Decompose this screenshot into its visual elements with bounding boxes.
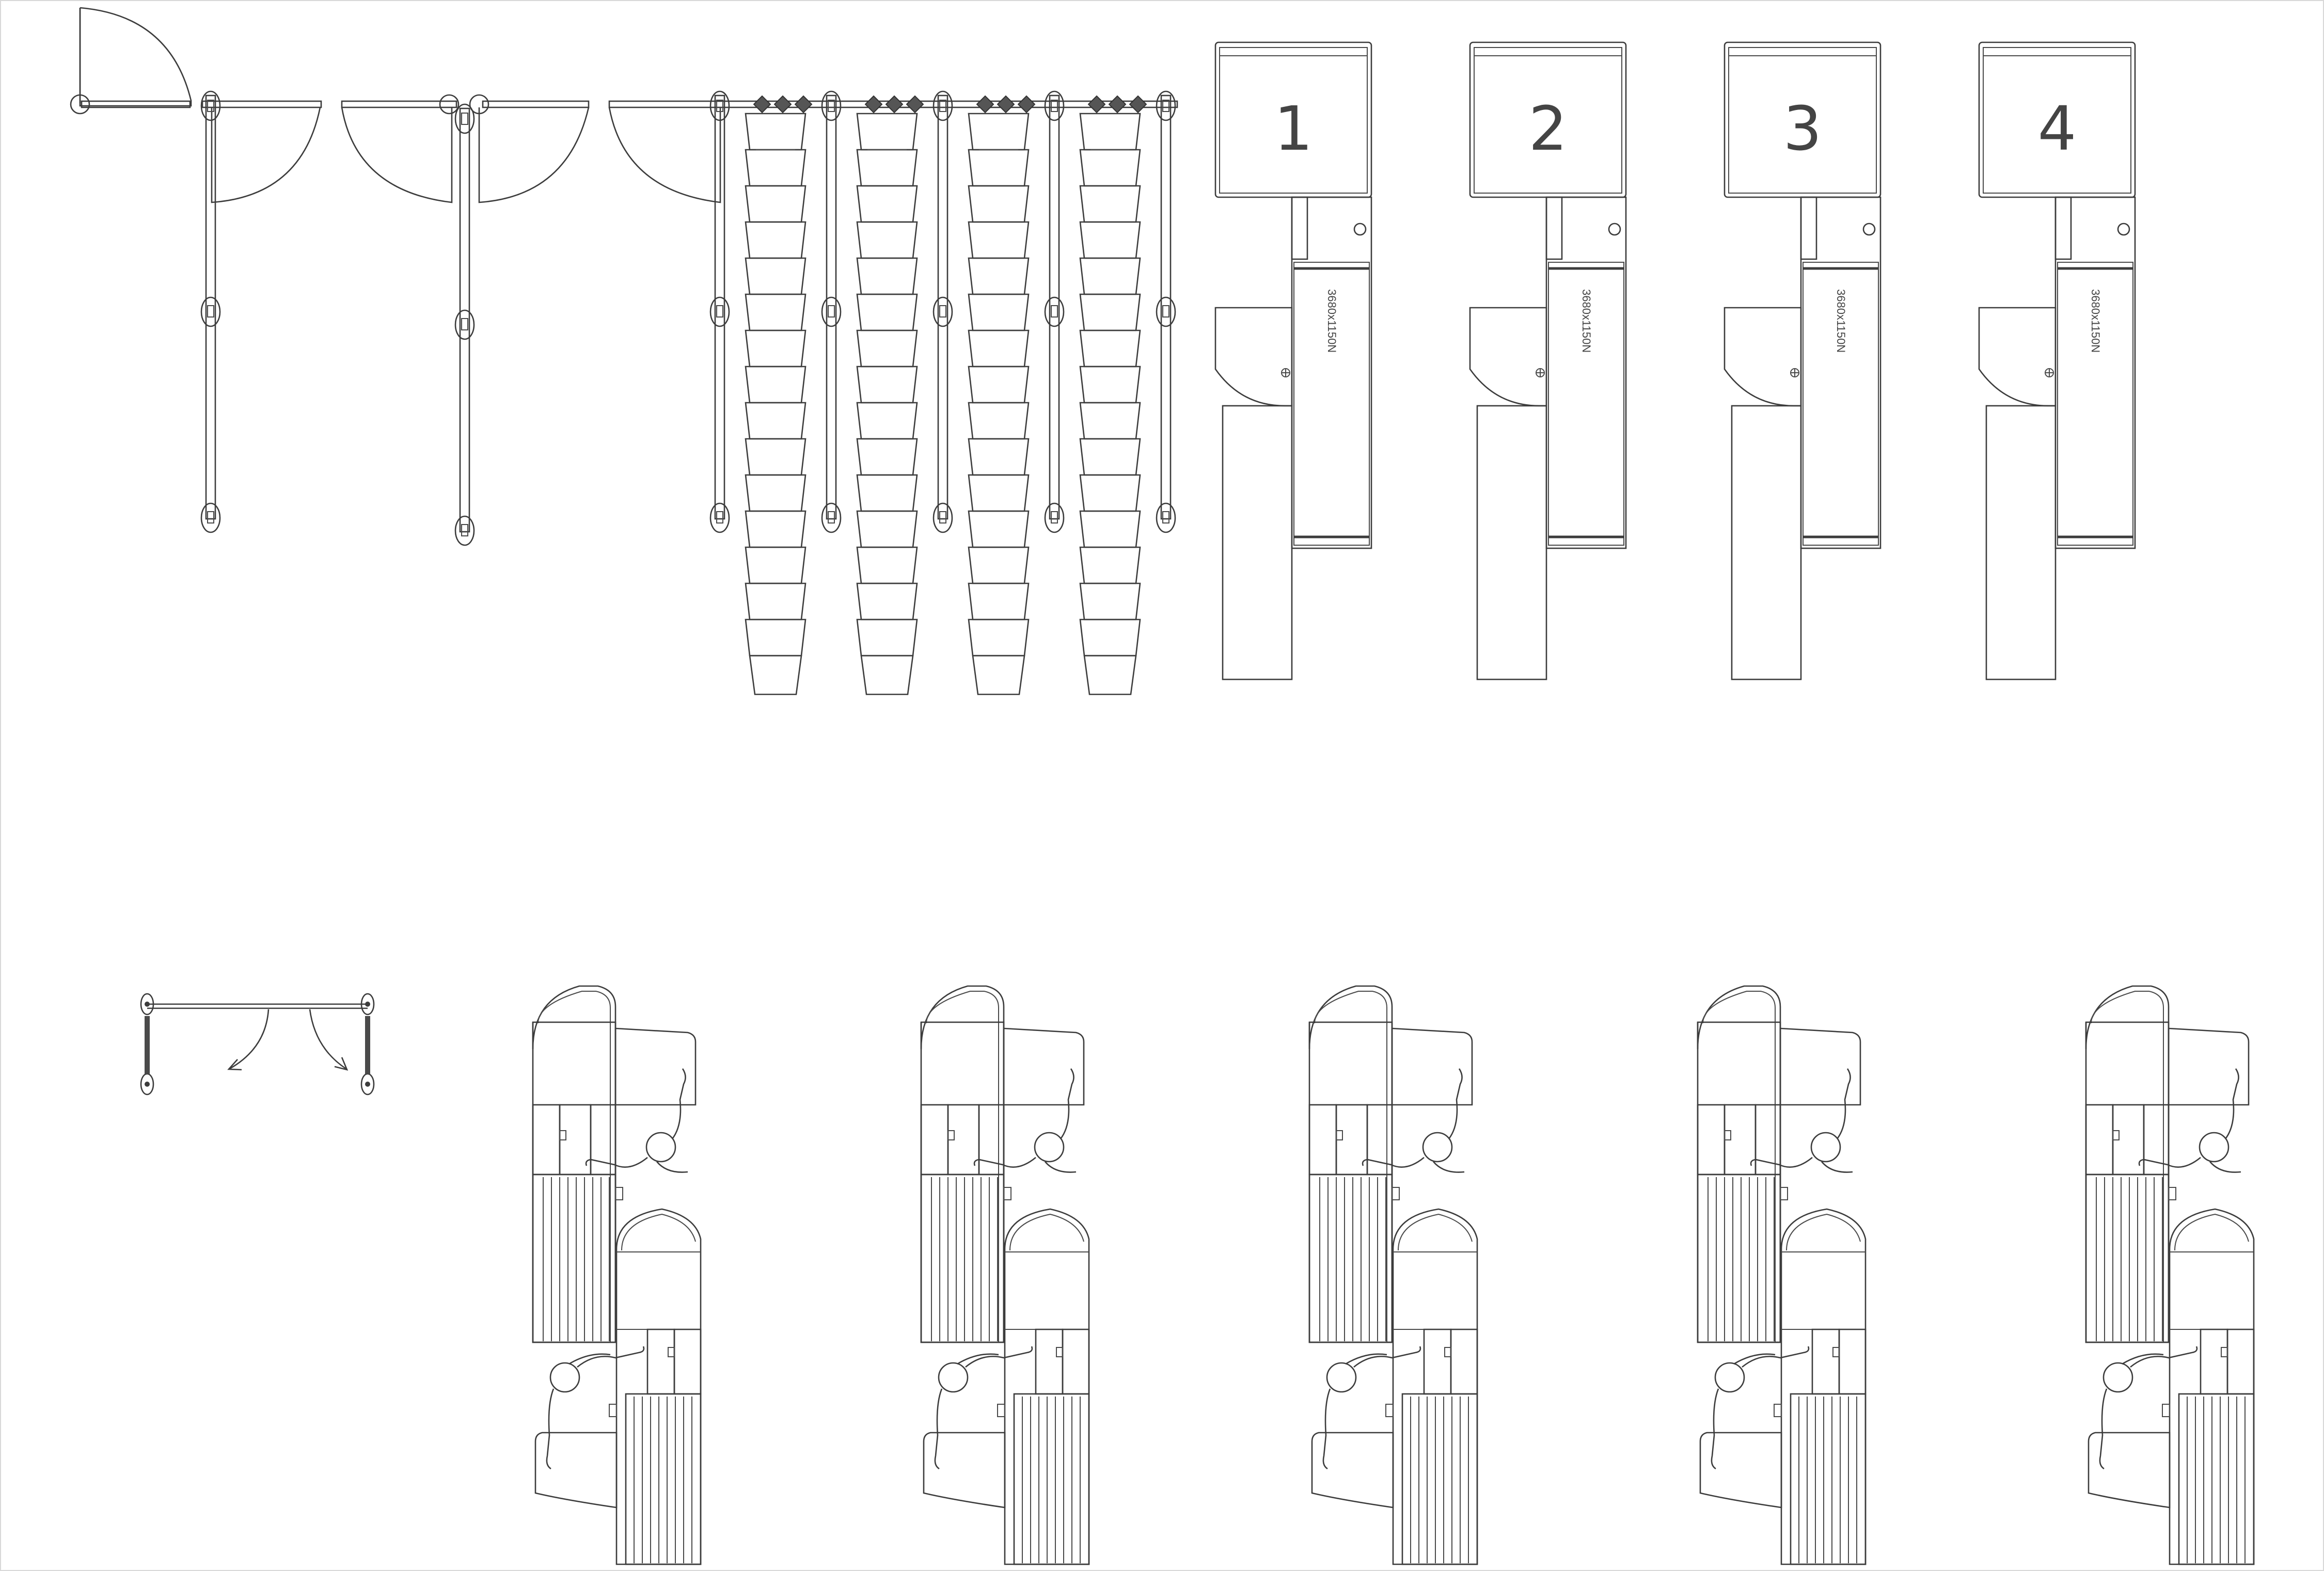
booth-spec: 3680x1150N (1325, 289, 1338, 353)
door-swing-group-2 (200, 90, 322, 533)
booth-number: 2 (1528, 93, 1567, 164)
booth-1: 1 3680x1150N (1215, 42, 1371, 679)
booth-number: 3 (1783, 93, 1822, 164)
booth-2: 2 3680x1150N (1470, 42, 1626, 679)
booth-4: 4 3680x1150N (1979, 42, 2135, 679)
double-door-group (341, 94, 590, 546)
booth-number: 4 (2037, 93, 2076, 164)
sliding-door-icon (140, 993, 375, 1096)
booth-number: 1 (1274, 93, 1313, 164)
door-swing-group-1 (70, 7, 192, 115)
booth-spec: 3680x1150N (2089, 289, 2102, 353)
chair-rack-group (608, 90, 1178, 695)
booth-3: 3 3680x1150N (1725, 42, 1880, 679)
booth-spec: 3680x1150N (1835, 289, 1847, 353)
booth-spec: 3680x1150N (1580, 289, 1593, 353)
